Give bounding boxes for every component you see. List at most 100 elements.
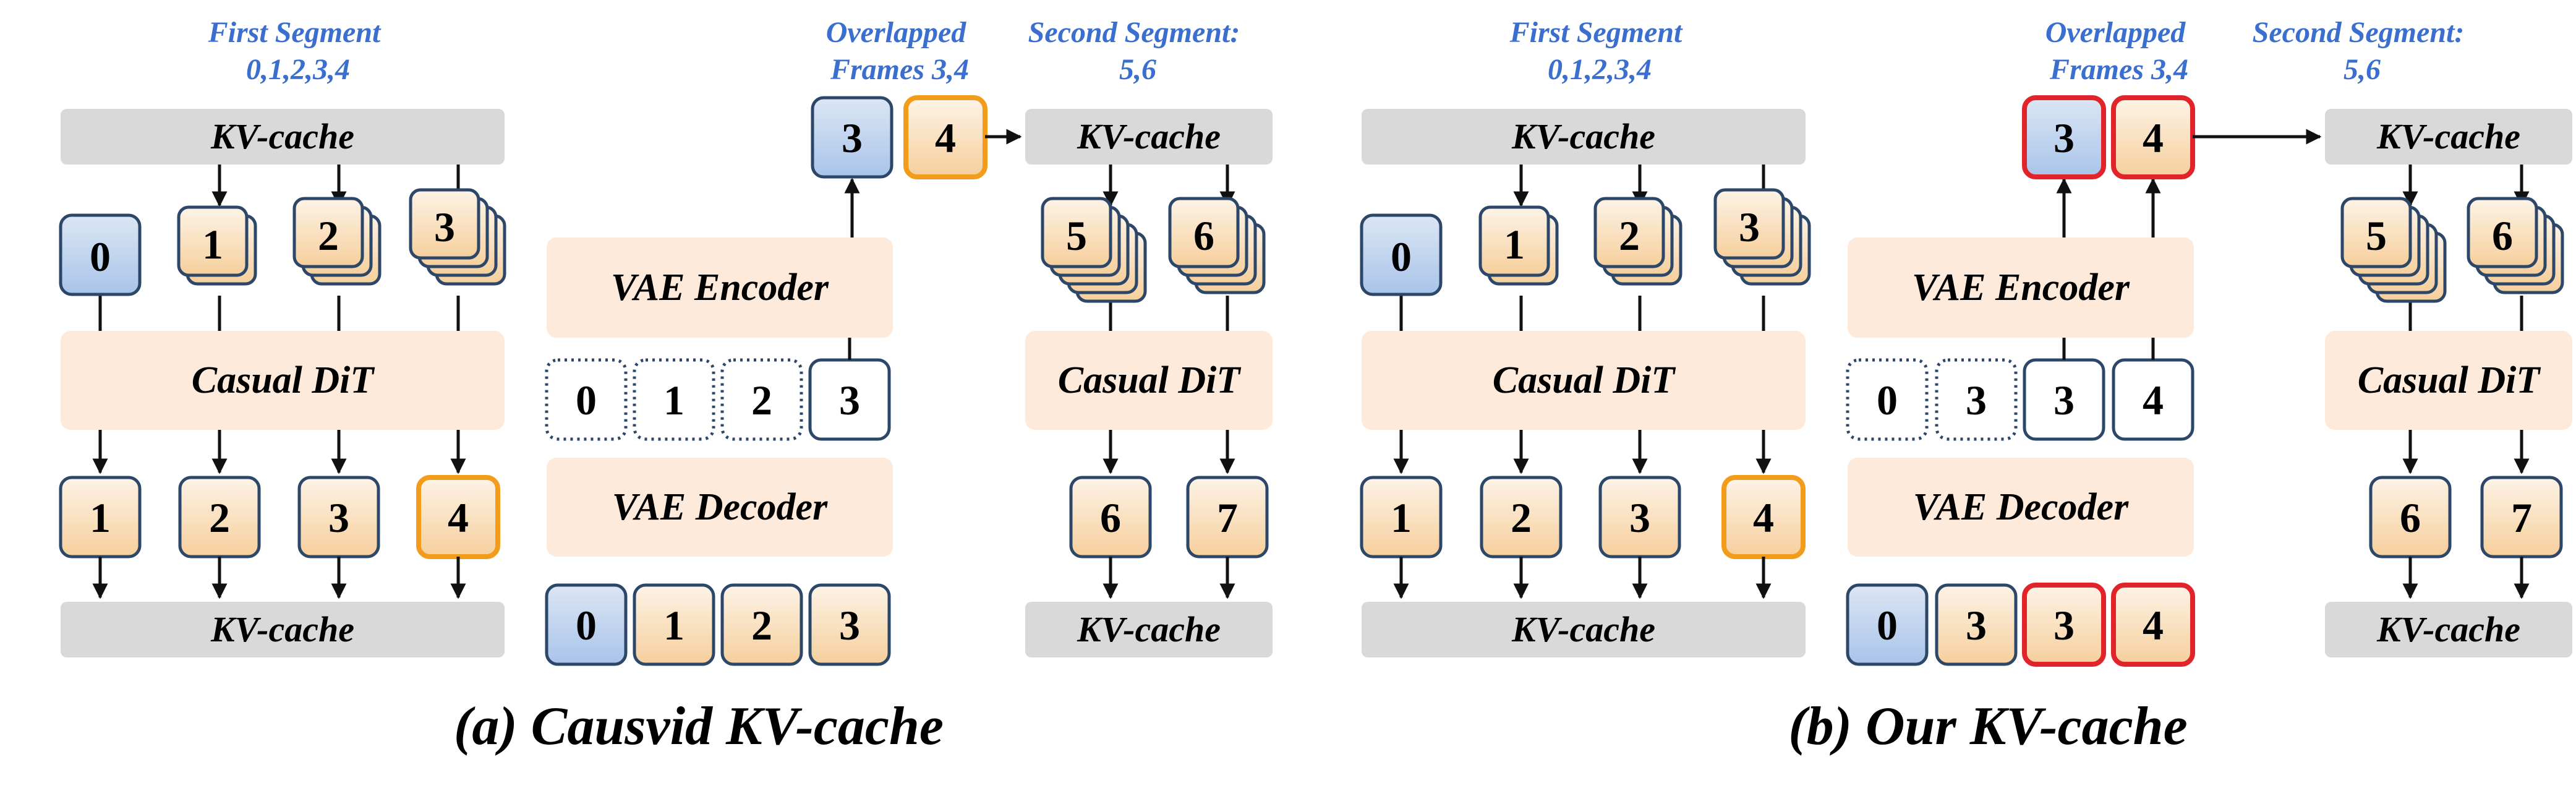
casual-dit-block [1025, 331, 1273, 430]
casual-dit-label: Casual DiT [2358, 359, 2541, 401]
frame-number: 3 [1966, 602, 1987, 649]
frame-tile-red-highlighted [2022, 583, 2106, 667]
frame-number: 1 [90, 494, 111, 541]
casual-dit-label: Casual DiT [1058, 359, 1242, 401]
frame-tile-blue [59, 213, 142, 296]
kv-cache-bottom-label: KV-cache [1077, 609, 1221, 649]
frame-number: 7 [2511, 494, 2532, 541]
second-segment-title: Second Segment: 5,6 [1028, 16, 1248, 86]
frame-number: 3 [1966, 377, 1987, 424]
frame-number: 2 [1619, 212, 1640, 259]
frame-number: 6 [1100, 494, 1121, 541]
frame-tile-blue [1846, 583, 1929, 666]
second-segment-title: Second Segment: 5,6 [2253, 16, 2472, 86]
frame-number: 1 [1391, 494, 1412, 541]
frame-tile-dotted [1935, 358, 2018, 441]
frame-tile-orange [409, 188, 480, 260]
frame-number: 6 [1193, 212, 1214, 259]
kv-cache-top [61, 109, 505, 165]
frame-number: 3 [2054, 114, 2075, 161]
frame-number: 3 [1739, 203, 1760, 250]
frame-tile-orange [1713, 188, 1785, 260]
frame-number: 0 [576, 377, 597, 424]
frame-tile-orange [1478, 205, 1550, 277]
frame-number: 4 [1753, 494, 1774, 541]
frame-tile-orange [292, 197, 364, 268]
panel-a: First Segment 0,1,2,3,4 KV-cache Casual … [59, 16, 1273, 756]
frame-number: 6 [2400, 494, 2421, 541]
panel-caption: (a) Causvid KV-cache [454, 696, 944, 756]
frame-number: 2 [751, 602, 772, 649]
frame-number: 1 [663, 602, 685, 649]
frame-number: 0 [90, 233, 111, 280]
frame-tile-orange [1593, 197, 1665, 268]
frame-number: 3 [2054, 602, 2075, 649]
panel-b: First Segment 0,1,2,3,4 KV-cache Casual … [1360, 16, 2572, 756]
frame-tile-orange [1041, 197, 1112, 268]
frame-number: 1 [202, 221, 223, 268]
first-segment-title: First Segment 0,1,2,3,4 [1509, 16, 1690, 86]
kv-cache-bottom [2325, 602, 2572, 657]
vae-decoder-block [547, 458, 893, 557]
vae-encoder-block [1848, 238, 2194, 338]
frame-tile-orange [1168, 197, 1240, 268]
overlapped-frames-title: Overlapped Frames 3,4 [2045, 16, 2193, 86]
frame-tile-orange [633, 583, 715, 666]
casual-dit-block [2325, 331, 2572, 430]
kv-cache-top-label: KV-cache [2376, 116, 2520, 156]
frame-tile-blue [545, 583, 628, 666]
frame-number: 5 [1066, 212, 1087, 259]
frame-number: 3 [434, 203, 455, 250]
frame-number: 3 [839, 602, 860, 649]
frame-number: 6 [2492, 212, 2513, 259]
frame-tile-orange [2340, 197, 2412, 268]
frame-tile-dotted [633, 358, 715, 441]
kv-cache-bottom-label: KV-cache [2376, 609, 2520, 649]
kv-cache-top [2325, 109, 2572, 165]
frame-number: 0 [1391, 233, 1412, 280]
frame-tile-blue [1360, 213, 1443, 296]
vae-encoder-label: VAE Encoder [1912, 267, 2130, 309]
frame-number: 1 [1504, 221, 1525, 268]
kv-cache-top-label: KV-cache [1511, 116, 1655, 156]
frame-number: 3 [1629, 494, 1650, 541]
frame-number: 2 [318, 212, 339, 259]
frame-number: 0 [1877, 377, 1898, 424]
frame-number: 3 [839, 377, 860, 424]
frame-tile-orange [1935, 583, 2018, 666]
frame-tile-red-highlighted [2111, 583, 2195, 667]
kv-cache-top-label: KV-cache [210, 116, 354, 156]
frame-tile-orange [720, 583, 803, 666]
frame-number: 3 [2054, 377, 2075, 424]
frame-number: 3 [842, 114, 863, 161]
frame-tile-blue [811, 96, 893, 179]
frame-tile-orange [177, 205, 249, 277]
frame-number: 2 [751, 377, 772, 424]
vae-decoder-label: VAE Decoder [1913, 486, 2129, 528]
kv-cache-bottom-label: KV-cache [210, 609, 354, 649]
frame-number: 1 [663, 377, 685, 424]
frame-number: 4 [935, 114, 956, 161]
casual-dit-block [1362, 331, 1806, 430]
frame-number: 3 [328, 494, 349, 541]
vae-encoder-block [547, 238, 893, 338]
frame-number: 4 [2143, 602, 2164, 649]
frame-tile-orange [808, 583, 891, 666]
frame-number: 5 [2366, 212, 2387, 259]
frame-tile-dotted [1846, 358, 1929, 441]
overlapped-frames-title: Overlapped Frames 3,4 [826, 16, 974, 86]
frame-number: 4 [2143, 377, 2164, 424]
frame-number: 7 [1217, 494, 1238, 541]
frame-tile-dotted [545, 358, 628, 441]
casual-dit-label: Casual DiT [1493, 359, 1676, 401]
frame-number: 4 [448, 494, 469, 541]
kv-cache-top-label: KV-cache [1077, 116, 1221, 156]
frame-tile-dotted [720, 358, 803, 441]
frame-number: 4 [2143, 114, 2164, 161]
casual-dit-block [61, 331, 505, 430]
kv-cache-top [1025, 109, 1273, 165]
kv-cache-bottom [1362, 602, 1806, 657]
frame-tile-orange [2467, 197, 2538, 268]
vae-encoder-label: VAE Encoder [611, 267, 829, 309]
